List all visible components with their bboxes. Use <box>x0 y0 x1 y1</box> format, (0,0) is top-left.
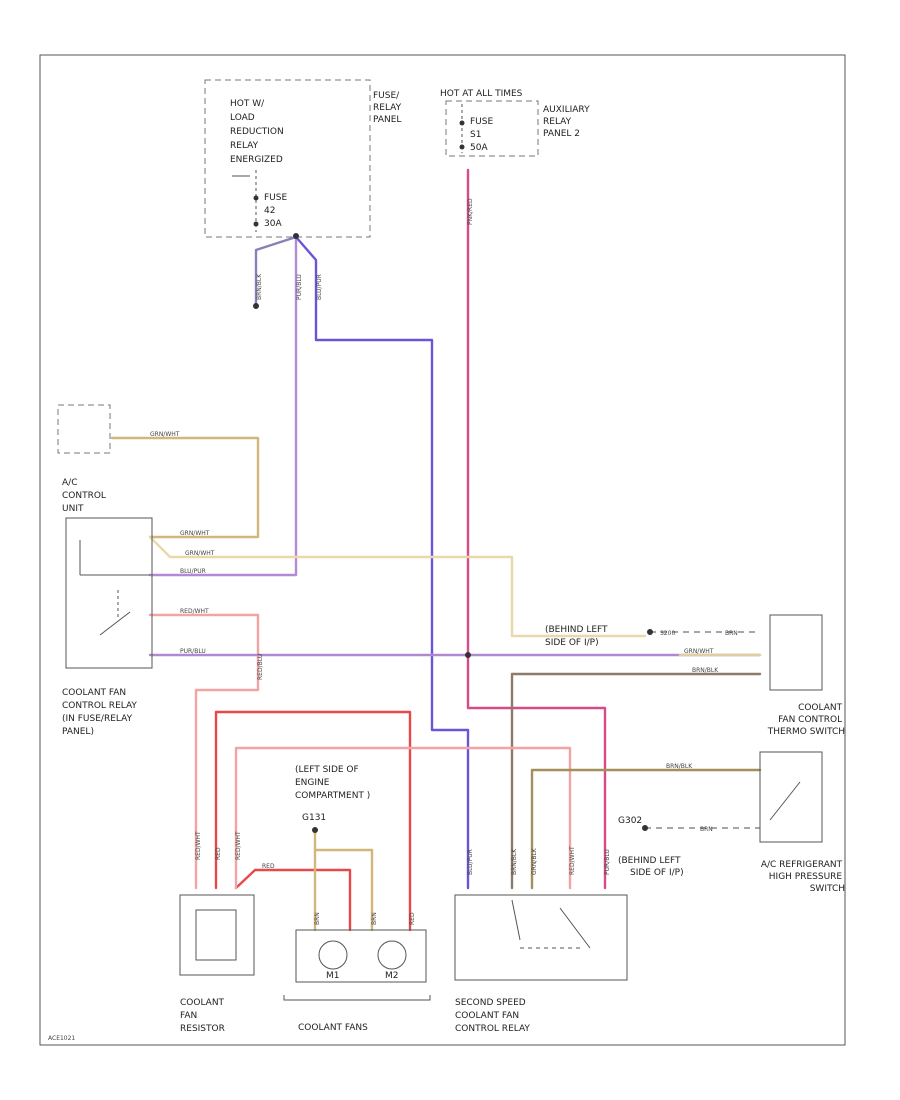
ground-g131-label: G131 <box>302 813 326 823</box>
ground-g302-label: G302 <box>618 816 642 826</box>
fuse-a-terminal-bottom <box>253 221 259 227</box>
g302-dot <box>642 825 648 831</box>
wire-olive-hp <box>530 768 762 890</box>
relay-contact <box>99 611 131 636</box>
wire-label-blu-mid: BLU/PUR <box>316 274 323 300</box>
wire-red-resistor <box>234 868 352 932</box>
diagram-frame <box>39 54 846 1046</box>
wire-brown-left <box>254 235 298 307</box>
wire-label-pur-mid: PUR/BLU <box>296 274 303 300</box>
splice-lilac <box>465 652 471 658</box>
fuse-b-terminal-top <box>459 120 465 126</box>
wire-purple-ac <box>148 235 298 577</box>
wire-label-grn-top: GRN/WHT <box>150 431 180 438</box>
wire-label-grn-relay1: GRN/WHT <box>180 530 210 537</box>
coolant-fan-control-relay-label: COOLANT FAN CONTROL RELAY (IN FUSE/RELAY… <box>62 688 140 737</box>
wire-label-brn-blk-thermo2: BRN/BLK <box>666 763 693 770</box>
behind-left-ipl-label-1: (BEHIND LEFT SIDE OF I/P) <box>545 625 610 648</box>
second-speed-relay-box <box>454 894 628 981</box>
wire-label-blu-pur-relay: BLU/PUR <box>180 568 206 575</box>
wire-label-brn-left: BRN/BLK <box>256 273 263 300</box>
wire-label-brn-thermo: BRN/BLK <box>692 667 719 674</box>
hot-load-reduction-label: HOT W/ LOAD REDUCTION RELAY ENERGIZED <box>230 99 287 165</box>
wire-label-red-fan: RED <box>262 863 275 870</box>
wire-pink-relay <box>148 613 260 890</box>
wire-label-red-relay: RED/WHT <box>180 608 209 615</box>
aux-relay-panel-box <box>445 100 539 157</box>
fuse-b-terminal-bottom <box>459 144 465 150</box>
wire-label-grn-relay2: GRN/WHT <box>185 550 215 557</box>
fan-m1-label: M1 <box>326 971 340 981</box>
wire-label-grn-thermo: GRN/WHT <box>684 648 714 655</box>
s200-dot <box>647 629 653 635</box>
wire-label-red-ss: RED/WHT <box>569 846 576 875</box>
wire-pink-second <box>234 746 572 890</box>
second-speed-relay-label: SECOND SPEED COOLANT FAN CONTROL RELAY <box>455 998 530 1034</box>
wire-blue-feed <box>294 235 470 890</box>
wire-label-brn-fan1: BRN <box>314 912 321 925</box>
wire-red-fan-loop <box>214 710 412 932</box>
high-pressure-switch-box <box>759 751 823 843</box>
coolant-fans-label: COOLANT FANS <box>298 1023 368 1033</box>
ss-relay-contact-2 <box>559 907 591 949</box>
fuse-b-label: FUSE S1 50A <box>470 117 496 153</box>
wire-label-red-res2: RED <box>215 847 222 860</box>
wire-label-grn-ss: GRN/BLK <box>531 847 538 875</box>
fuse-relay-panel-label: FUSE/ RELAY PANEL <box>373 91 404 125</box>
coolant-fan-control-relay-box <box>65 517 153 669</box>
wire-label-g302-brn: BRN <box>700 826 713 833</box>
wire-tan-top <box>110 436 260 539</box>
wire-label-red-fan2: RED <box>409 912 416 925</box>
ac-control-unit-label: A/C CONTROL UNIT <box>62 478 109 514</box>
fuse-relay-panel-box <box>204 79 371 238</box>
wire-label-brn-conn: BRN <box>725 630 738 637</box>
resistor-element <box>195 909 237 961</box>
wire-grey-thermo <box>510 672 762 890</box>
wire-label-red-vert: RED/BLU <box>257 654 264 680</box>
splice-top <box>293 233 299 239</box>
thermo-switch-box <box>769 614 823 691</box>
coolant-fans-bracket <box>283 995 431 1001</box>
ss-relay-contact-1 <box>511 899 521 941</box>
fuse-a-label: FUSE 42 30A <box>264 193 290 229</box>
fan-m2-label: M2 <box>385 971 399 981</box>
small-component-box <box>57 404 111 454</box>
thermo-switch-label: COOLANT FAN CONTROL THERMO SWITCH <box>767 703 845 737</box>
coolant-fan-resistor-box <box>179 894 255 976</box>
hp-switch-contact <box>769 781 801 821</box>
wire-pink-red-feed <box>466 168 607 890</box>
wire-label-s200: S200 <box>660 630 675 637</box>
wire-label-blu-ss: BLU/PUR <box>467 849 474 875</box>
wire-label-brn-fan2: BRN <box>371 912 378 925</box>
hot-at-all-times-label: HOT AT ALL TIMES <box>440 89 523 99</box>
wire-label-red-res3: RED/WHT <box>235 831 242 860</box>
wire-label-pur-relay: PUR/BLU <box>180 648 206 655</box>
coolant-fans-box <box>295 929 427 983</box>
wire-label-pur-ss: PUR/BLU <box>604 849 611 875</box>
coolant-fan-resistor-label: COOLANT FAN RESISTOR <box>180 998 227 1034</box>
ground-g131 <box>312 827 318 833</box>
wire-tan-ground <box>313 828 374 932</box>
diagram-code: ACE1021 <box>48 1035 75 1042</box>
high-pressure-switch-label: A/C REFRIGERANT HIGH PRESSURE SWITCH <box>761 860 845 894</box>
wire-label-red-res1: RED/WHT <box>195 831 202 860</box>
engine-compartment-label: (LEFT SIDE OF ENGINE COMPARTMENT ) <box>295 765 370 801</box>
wire-tan-relay <box>148 535 647 638</box>
wire-label-brn-ss: BRN/BLK <box>511 848 518 875</box>
fan-m1-motor <box>318 940 348 970</box>
behind-left-ipl-label-2: (BEHIND LEFT SIDE OF I/P) <box>618 856 684 878</box>
ground-dot-left <box>253 303 259 309</box>
fan-m2-motor <box>377 940 407 970</box>
aux-relay-panel-label: AUXILIARY RELAY PANEL 2 <box>543 105 592 139</box>
fuse-a-terminal-top <box>253 195 259 201</box>
wire-label-pink-red-top: PNK/RED <box>467 198 474 225</box>
